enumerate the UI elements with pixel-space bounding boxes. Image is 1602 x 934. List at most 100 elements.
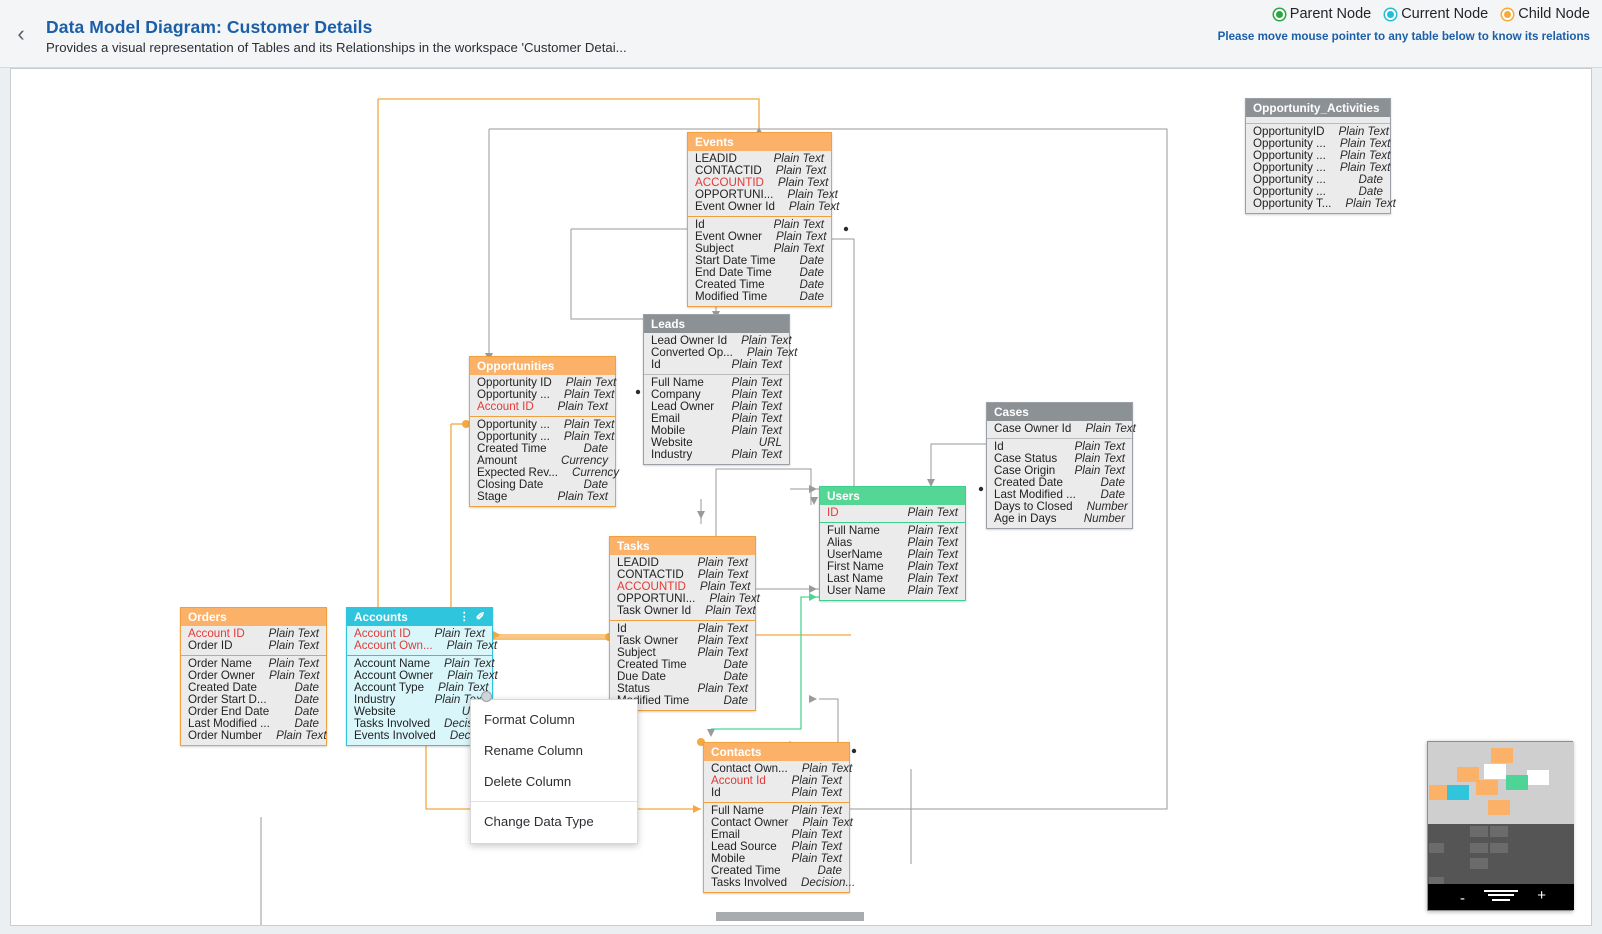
table-header-contacts[interactable]: Contacts	[704, 743, 849, 761]
table-row[interactable]: Opportunity ...Date	[1246, 174, 1390, 186]
table-row[interactable]: Opportunity ...Date	[1246, 186, 1390, 198]
minimap[interactable]: - +	[1427, 741, 1574, 911]
table-row[interactable]: Opportunity ...Plain Text	[1246, 150, 1390, 162]
table-row[interactable]: Opportunity ...Plain Text	[470, 431, 615, 443]
table-row[interactable]: Last Modified ...Date	[181, 718, 326, 730]
table-row[interactable]: OPPORTUNI...Plain Text	[610, 593, 760, 605]
table-row[interactable]: Opportunity ...Plain Text	[470, 419, 615, 431]
table-row[interactable]: Opportunity ...Plain Text	[1246, 162, 1390, 174]
table-row[interactable]: Account Own...Plain Text	[347, 640, 497, 652]
menu-item-rename-column[interactable]: Rename Column	[484, 743, 583, 758]
table-row[interactable]: Contact Own...Plain Text	[704, 763, 852, 775]
pin-icon[interactable]: ✐	[475, 611, 485, 623]
table-row[interactable]: Expected Rev...Currency	[470, 467, 619, 479]
table-header-cases[interactable]: Cases	[987, 403, 1132, 421]
chevron-left-icon[interactable]: ‹	[17, 21, 25, 46]
table-row[interactable]: OPPORTUNI...Plain Text	[688, 189, 838, 201]
kebab-menu-icon[interactable]: ⋮	[458, 611, 470, 623]
menu-item-change-data-type[interactable]: Change Data Type	[484, 814, 594, 829]
column-settings-gear-icon[interactable]	[481, 691, 492, 702]
table-row[interactable]: Order Start D...Date	[181, 694, 326, 706]
table-row[interactable]: Converted Op...Plain Text	[644, 347, 797, 359]
table-header-tasks[interactable]: Tasks	[610, 537, 755, 555]
table-header-leads[interactable]: Leads	[644, 315, 789, 333]
table-header-opportunity_activities[interactable]: Opportunity_Activities	[1246, 99, 1390, 117]
table-row[interactable]: Opportunity T...Plain Text	[1246, 198, 1396, 210]
table-header-events[interactable]: Events	[688, 133, 831, 151]
zoom-out-button[interactable]: -	[1460, 890, 1465, 907]
table-header-users[interactable]: Users	[820, 487, 965, 505]
table-header-accounts[interactable]: Accounts⋮✐	[347, 608, 492, 626]
